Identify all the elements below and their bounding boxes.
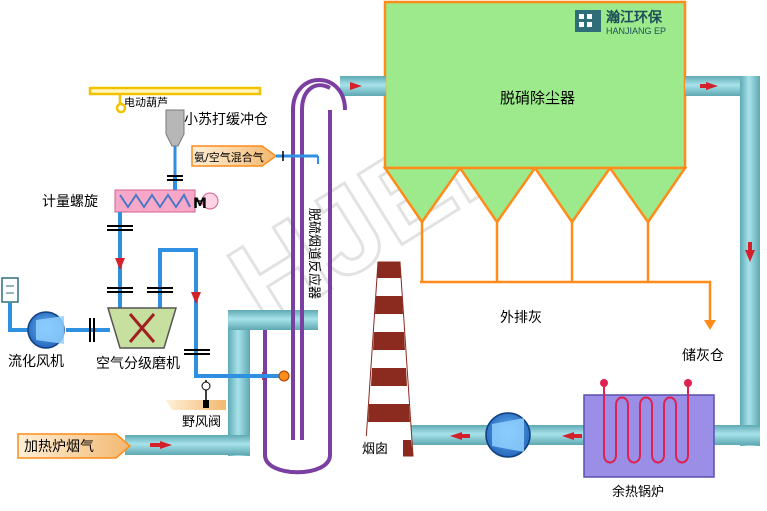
- air-classifier-mill: [106, 307, 178, 349]
- logo-cn: 瀚江环保: [606, 9, 663, 26]
- electric-hoist: [88, 86, 262, 114]
- hanjiang-logo: 瀚江环保 HANJIANG EP: [575, 9, 666, 36]
- chimney-label: 烟囱: [362, 442, 388, 457]
- desulfurization-reactor: [263, 78, 347, 475]
- discharge-label: 外排灰: [500, 310, 542, 326]
- ash-discharge-lines: [420, 222, 712, 322]
- mill-label: 空气分级磨机: [96, 356, 180, 372]
- injection-point: [278, 370, 290, 382]
- fluidizing-fan: [1, 277, 65, 349]
- screw-label: 计量螺旋: [42, 194, 98, 210]
- buffer-label: 小苏打缓冲仓: [184, 111, 268, 128]
- furnace-gas-label: 加热炉烟气: [24, 439, 94, 455]
- waste-heat-boiler: [583, 379, 715, 478]
- motor-label: M: [193, 196, 207, 212]
- reactor-label: 脱硫烟道反应器: [306, 208, 322, 299]
- hoist-label: 电动葫芦: [124, 96, 168, 109]
- metering-screw: [114, 189, 219, 213]
- denitration-dust-collector: [382, 0, 716, 330]
- silo-label: 储灰仓: [682, 348, 724, 364]
- collector-label: 脱硝除尘器: [500, 89, 575, 107]
- wild-air-valve: [166, 380, 226, 410]
- discharge-arrow: [704, 320, 716, 330]
- flue-gas-ducts: [125, 76, 760, 456]
- ammonia-air-inlet: [191, 145, 319, 167]
- air-flow-arrows: [115, 258, 201, 304]
- pipe-couplings: [89, 175, 210, 355]
- ammonia-label: 氨/空气混合气: [194, 150, 264, 164]
- valve-label: 野风阀: [182, 415, 221, 430]
- logo-en: HANJIANG EP: [606, 26, 666, 36]
- furnace-gas-inlet: [17, 433, 132, 459]
- boiler-label: 余热锅炉: [612, 484, 664, 500]
- induced-draft-fan: [485, 412, 531, 458]
- fan-label: 流化风机: [8, 354, 64, 370]
